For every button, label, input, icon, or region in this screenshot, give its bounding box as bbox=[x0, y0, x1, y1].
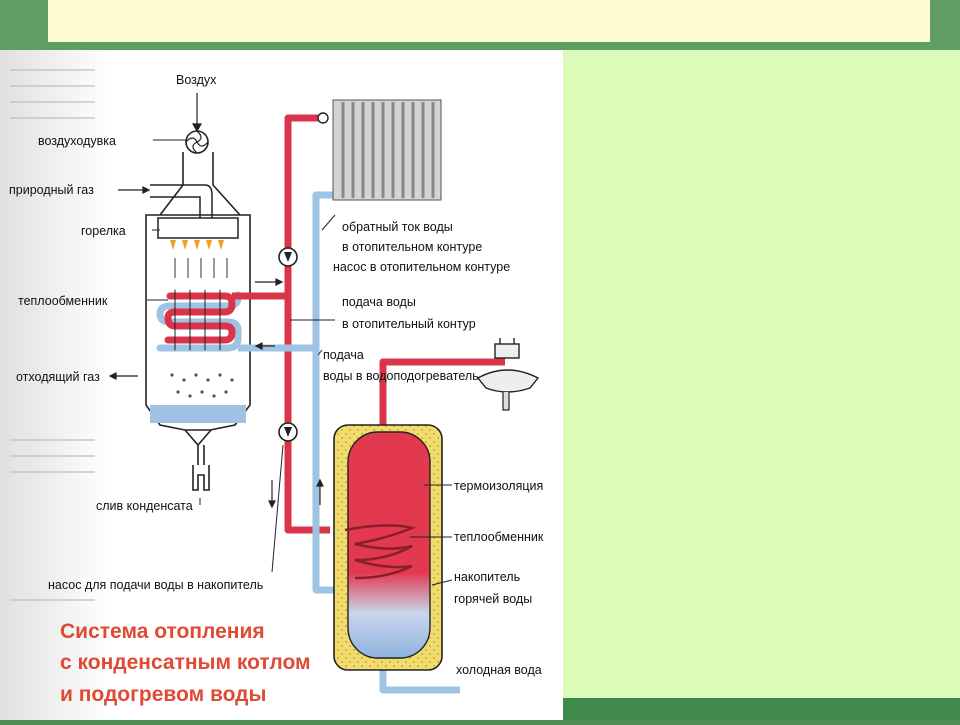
label-natural-gas: природный газ bbox=[9, 183, 94, 197]
water-tap-icon bbox=[476, 338, 540, 411]
condensate-droplets bbox=[170, 373, 234, 398]
condensate-pool bbox=[150, 405, 246, 423]
label-exhaust-gas: отходящий газ bbox=[16, 370, 100, 384]
caption-line-3: и подогревом воды bbox=[60, 683, 266, 706]
label-air: Воздух bbox=[176, 73, 217, 87]
label-burner: горелка bbox=[81, 224, 126, 238]
gas-pipe-inner bbox=[150, 196, 201, 218]
label-heating-pump: насос в отопительном контуре bbox=[333, 260, 510, 274]
label-heat-exchanger-right: теплообменник bbox=[454, 530, 544, 544]
label-insulation: термоизоляция bbox=[454, 479, 543, 493]
label-supply-1: подача воды bbox=[342, 295, 416, 309]
radiator-valve-icon bbox=[317, 112, 329, 124]
label-condensate-drain: слив конденсата bbox=[96, 499, 193, 513]
label-storage-pump: насос для подачи воды в накопитель bbox=[48, 578, 263, 592]
storage-pump-icon bbox=[278, 422, 298, 442]
label-storage-2: горячей воды bbox=[454, 592, 532, 606]
slide-title-box bbox=[48, 0, 930, 42]
label-heater-supply-2: воды в водоподогреватель bbox=[323, 369, 479, 383]
burner-flames bbox=[170, 240, 224, 250]
label-cold-water: холодная вода bbox=[456, 663, 542, 677]
label-heat-exchanger-left: теплообменник bbox=[18, 294, 108, 308]
label-return-flow-2: в отопительном контуре bbox=[342, 240, 482, 254]
radiator bbox=[332, 99, 442, 201]
label-blower: воздуходувка bbox=[38, 134, 116, 148]
right-content-panel bbox=[563, 50, 960, 698]
caption-line-2: с конденсатным котлом bbox=[60, 651, 311, 674]
caption-line-1: Система отопления bbox=[60, 620, 265, 643]
label-supply-2: в отопительный контур bbox=[342, 317, 476, 331]
hot-gas-arrows bbox=[174, 258, 228, 278]
gas-pipe bbox=[150, 184, 213, 218]
heating-system-diagram: Воздух воздуходувка природный газ горелк… bbox=[0, 50, 563, 720]
label-storage-1: накопитель bbox=[454, 570, 520, 584]
background-photo-stripes bbox=[10, 69, 95, 601]
storage-heat-exchanger-coil bbox=[344, 524, 416, 580]
label-return-flow-1: обратный ток воды bbox=[342, 220, 453, 234]
heating-circuit-pump-icon bbox=[278, 247, 298, 267]
label-leader-lines bbox=[147, 139, 453, 586]
bottom-banner bbox=[563, 698, 960, 720]
label-heater-supply-1: подача bbox=[323, 348, 364, 362]
flow-arrows bbox=[108, 186, 324, 509]
background-photo bbox=[0, 50, 110, 720]
burner bbox=[157, 217, 239, 239]
blower-fan-icon bbox=[185, 130, 209, 154]
air-inlet-arrow bbox=[191, 93, 203, 133]
boiler-heat-exchanger-coil bbox=[156, 289, 242, 352]
